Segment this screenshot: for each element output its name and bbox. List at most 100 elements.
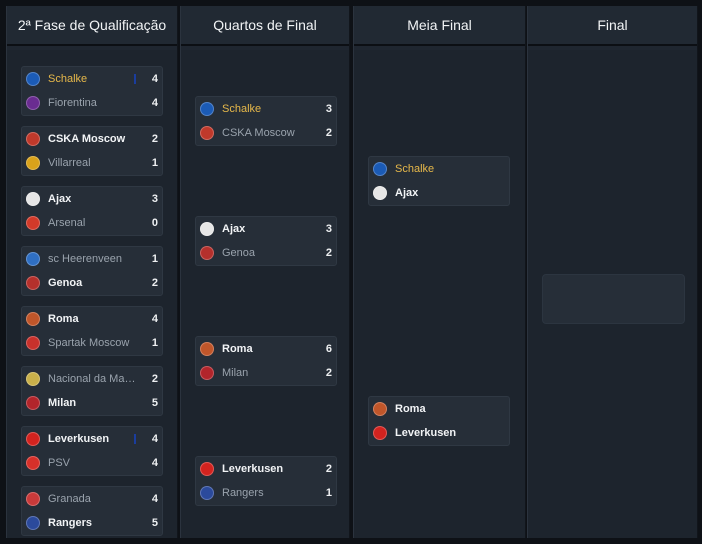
team-row[interactable]: Genoa 2 [22,271,162,295]
team-score: 2 [325,247,332,259]
team-score: 2 [151,277,158,289]
rangers-crest-icon [26,516,40,530]
leverkusen-crest-icon [200,462,214,476]
team-name: Spartak Moscow [48,337,130,349]
column-header-quarterfinals: Quartos de Final [181,6,349,46]
team-name: CSKA Moscow [48,133,126,145]
team-name: Roma [395,403,426,415]
roma-crest-icon [200,342,214,356]
team-name: Milan [222,367,249,379]
team-row[interactable]: Fiorentina 4 [22,91,162,115]
team-score: 1 [151,157,158,169]
team-row[interactable]: Leverkusen [369,421,509,445]
team-row[interactable]: Ajax 3 [22,187,162,211]
genoa-crest-icon [200,246,214,260]
team-row[interactable]: Roma [369,397,509,421]
team-name: Leverkusen [222,463,284,475]
team-row[interactable]: Roma 4 [22,307,162,331]
schalke-crest-icon [200,102,214,116]
team-name: Granada [48,493,91,505]
ajax-crest-icon [26,192,40,206]
team-row[interactable]: Ajax [369,181,509,205]
arsenal-crest-icon [26,216,40,230]
team-score: 2 [325,463,332,475]
fiorentina-crest-icon [26,96,40,110]
team-name: Roma [48,313,79,325]
team-name: Roma [222,343,253,355]
team-name: PSV [48,457,71,469]
team-row[interactable]: Rangers 1 [196,481,336,505]
team-name: Fiorentina [48,97,97,109]
cska-crest-icon [26,132,40,146]
team-score: 4 [151,97,158,109]
team-score: 1 [325,487,332,499]
column-header-qualification: 2ª Fase de Qualificação [7,6,177,46]
team-score: 3 [325,223,332,235]
team-score: 3 [151,193,158,205]
team-row[interactable]: PSV 4 [22,451,162,475]
team-row[interactable]: Ajax 3 [196,217,336,241]
team-score: 4 [151,73,158,85]
genoa-crest-icon [26,276,40,290]
team-name: Schalke [395,163,435,175]
team-name: Ajax [48,193,72,205]
team-score: 1 [151,337,158,349]
team-score: 5 [151,397,158,409]
team-row[interactable]: Leverkusen 2 [196,457,336,481]
team-score: 4 [151,313,158,325]
column-header-semifinals: Meia Final [354,6,525,46]
team-score: 4 [151,457,158,469]
team-name: Ajax [222,223,246,235]
villarreal-crest-icon [26,156,40,170]
team-name: Ajax [395,187,419,199]
team-name: Arsenal [48,217,86,229]
schalke-crest-icon [373,162,387,176]
nacional-crest-icon [26,372,40,386]
team-row[interactable]: Nacional da Made...2 [22,367,162,391]
team-row[interactable]: Spartak Moscow 1 [22,331,162,355]
team-row[interactable]: Schalke [369,157,509,181]
team-name: Rangers [48,517,93,529]
team-name: Milan [48,397,77,409]
team-row[interactable]: Milan 5 [22,391,162,415]
team-score: 2 [325,127,332,139]
team-name: Rangers [222,487,264,499]
roma-crest-icon [373,402,387,416]
milan-crest-icon [26,396,40,410]
granada-crest-icon [26,492,40,506]
cska-crest-icon [200,126,214,140]
final-match-slot[interactable] [542,274,685,324]
team-name: Genoa [48,277,83,289]
rangers-crest-icon [200,486,214,500]
